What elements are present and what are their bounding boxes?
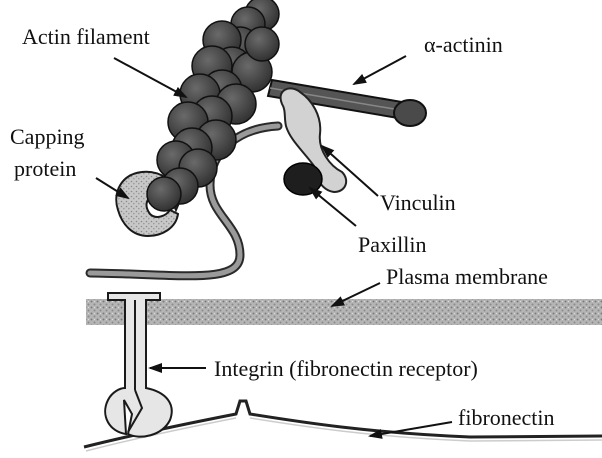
- actin-monomer: [147, 177, 181, 211]
- actin-filament: [147, 0, 279, 211]
- plasma-membrane-band: [86, 299, 602, 325]
- alpha-actinin-arrow: [354, 56, 406, 84]
- paxillin-arrow: [310, 188, 356, 226]
- label-actin-filament: Actin filament: [22, 24, 150, 49]
- paxillin-protein: [284, 163, 322, 195]
- label-plasma-membrane: Plasma membrane: [386, 264, 548, 289]
- label-capping-protein-line2: protein: [14, 156, 76, 181]
- label-vinculin: Vinculin: [380, 190, 456, 215]
- label-paxillin: Paxillin: [358, 232, 426, 257]
- actin-filament-arrow: [114, 58, 186, 97]
- label-fibronectin: fibronectin: [458, 405, 555, 430]
- label-integrin: Integrin (fibronectin receptor): [214, 356, 478, 381]
- actin-monomer: [245, 27, 279, 61]
- label-capping-protein-line1: Capping: [10, 124, 85, 149]
- label-alpha-actinin: α-actinin: [424, 32, 503, 57]
